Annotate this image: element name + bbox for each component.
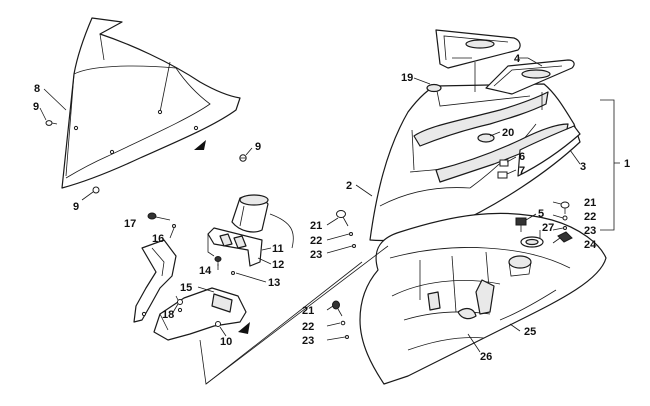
callout-23-right: 23 bbox=[584, 225, 596, 237]
callout-25: 25 bbox=[524, 326, 536, 338]
side-trim-panel bbox=[517, 125, 581, 177]
callout-21-right: 21 bbox=[584, 197, 596, 209]
nut-23-lower bbox=[345, 335, 349, 339]
callout-6: 6 bbox=[519, 151, 525, 163]
washer-22-upper bbox=[349, 232, 353, 236]
vent-grille-lower bbox=[485, 59, 575, 95]
screw-21-upper bbox=[336, 210, 349, 227]
orientation-arrow-windshield bbox=[194, 140, 206, 150]
well-nut-24 bbox=[557, 231, 573, 243]
lower-hood bbox=[359, 212, 607, 385]
bolt-14 bbox=[214, 256, 222, 266]
screw-21-lower bbox=[332, 300, 343, 317]
nut-23-right bbox=[563, 226, 567, 230]
screw-18 bbox=[175, 295, 183, 305]
callout-26: 26 bbox=[480, 351, 492, 363]
callout-24: 24 bbox=[584, 239, 597, 251]
callout-10: 10 bbox=[220, 336, 232, 348]
callout-9-right: 9 bbox=[255, 141, 261, 153]
callout-11: 11 bbox=[272, 243, 284, 255]
callout-2: 2 bbox=[346, 180, 352, 192]
callout-13: 13 bbox=[268, 277, 280, 289]
callout-4: 4 bbox=[514, 53, 521, 65]
grommet-27 bbox=[520, 236, 544, 248]
screw-21-right bbox=[560, 201, 570, 214]
fastener-6 bbox=[499, 159, 509, 167]
windshield bbox=[61, 17, 241, 189]
callout-8: 8 bbox=[34, 83, 40, 95]
washer-16 bbox=[172, 224, 176, 228]
callout-21-lower: 21 bbox=[302, 305, 314, 317]
callout-9-left: 9 bbox=[33, 101, 39, 113]
mounting-bracket bbox=[133, 239, 247, 341]
headlight-boot bbox=[508, 255, 532, 277]
orientation-arrow-bracket bbox=[238, 322, 250, 334]
washer-22-lower bbox=[340, 320, 346, 326]
leader-lines bbox=[39, 57, 620, 385]
hood-plug-19 bbox=[426, 83, 442, 93]
callout-22-upper: 22 bbox=[310, 235, 322, 247]
nut-23-upper bbox=[352, 244, 356, 248]
callout-12: 12 bbox=[272, 259, 284, 271]
callout-23-upper: 23 bbox=[310, 249, 322, 261]
screw-13 bbox=[231, 271, 235, 275]
callout-15: 15 bbox=[180, 282, 192, 294]
callout-27: 27 bbox=[542, 222, 554, 234]
washer-22-right bbox=[562, 215, 568, 221]
callout-23-lower: 23 bbox=[302, 335, 314, 347]
callout-7: 7 bbox=[519, 165, 525, 177]
callout-16: 16 bbox=[152, 233, 164, 245]
callout-17: 17 bbox=[124, 218, 136, 230]
gauge-bracket bbox=[207, 227, 263, 267]
callout-9-bottom: 9 bbox=[73, 201, 79, 213]
callout-18: 18 bbox=[162, 309, 174, 321]
gauge-assembly bbox=[231, 194, 269, 233]
callout-14: 14 bbox=[199, 265, 212, 277]
callout-labels: 1 2 3 4 5 6 7 8 9 9 9 10 11 12 13 14 15 … bbox=[33, 53, 630, 363]
vent-grille-upper bbox=[435, 29, 521, 69]
fastener-7 bbox=[497, 171, 508, 179]
screw-10 bbox=[215, 321, 221, 327]
callout-5: 5 bbox=[538, 208, 544, 220]
callout-20: 20 bbox=[502, 127, 514, 139]
callout-3: 3 bbox=[580, 161, 586, 173]
callout-1: 1 bbox=[624, 158, 630, 170]
callout-19: 19 bbox=[401, 72, 413, 84]
fastener-5 bbox=[515, 217, 527, 232]
windshield-screw-left bbox=[45, 120, 58, 126]
callout-22-right: 22 bbox=[584, 211, 596, 223]
callout-22-lower: 22 bbox=[302, 321, 314, 333]
windshield-screw-right bbox=[239, 154, 247, 162]
nut-17 bbox=[147, 212, 157, 220]
callout-21-upper: 21 bbox=[310, 220, 322, 232]
windshield-screw-bottom bbox=[92, 186, 100, 194]
